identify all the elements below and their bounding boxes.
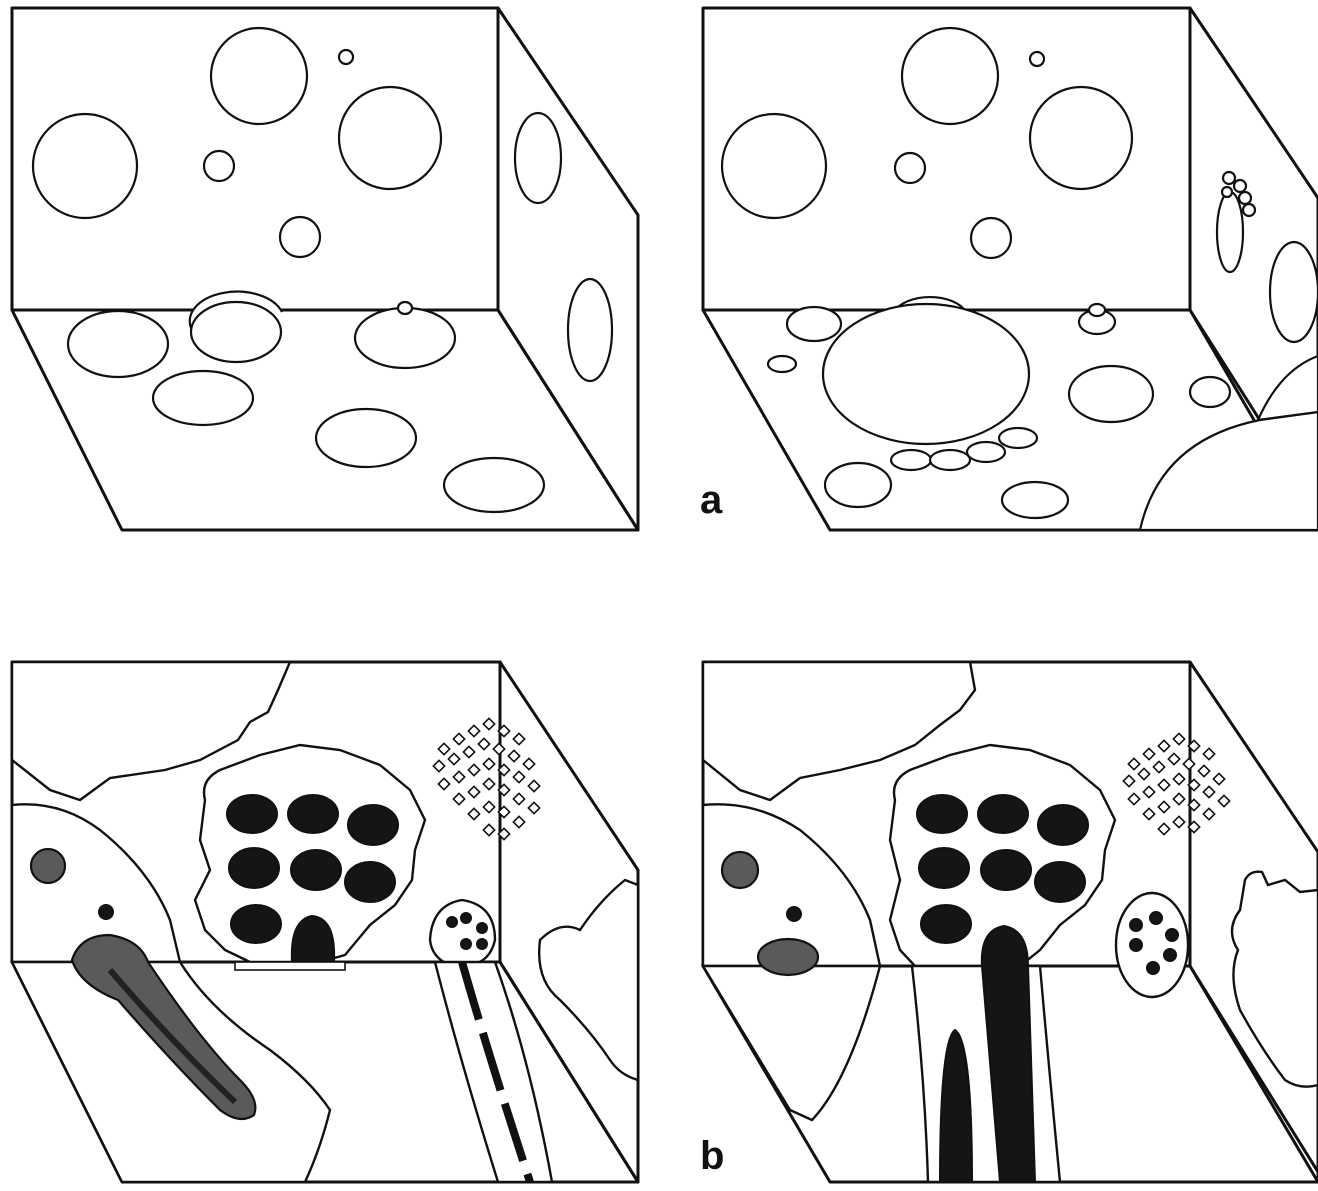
pore: [787, 307, 841, 341]
dot: [477, 939, 487, 949]
crystal-cluster: [433, 718, 539, 839]
pore: [930, 450, 970, 470]
panel-a-right-block: [703, 8, 1318, 530]
pore: [191, 302, 281, 362]
dot: [477, 923, 487, 933]
clast: [291, 850, 341, 890]
pore: [153, 371, 253, 425]
pore: [1069, 366, 1153, 422]
pore: [280, 217, 320, 257]
pore: [1089, 304, 1105, 316]
dot: [461, 913, 471, 923]
pore: [722, 114, 826, 218]
clast: [981, 850, 1031, 890]
clast: [288, 795, 338, 833]
dot: [461, 939, 471, 949]
clast: [231, 905, 281, 943]
pore: [768, 356, 796, 372]
panel-label-a: a: [700, 480, 722, 520]
pore: [895, 153, 925, 183]
pore: [967, 442, 1005, 462]
clast: [229, 848, 279, 888]
pore: [1239, 192, 1251, 204]
clast: [1038, 805, 1088, 845]
pore: [825, 463, 891, 507]
dot: [1130, 919, 1142, 931]
pore: [891, 450, 931, 470]
pore: [444, 458, 544, 512]
pore: [339, 87, 441, 189]
crystal-cluster: [1123, 733, 1229, 834]
vein-terminus: [1116, 893, 1188, 997]
pore: [568, 279, 612, 381]
clast: [758, 939, 818, 975]
clast: [921, 905, 971, 943]
dot: [1150, 912, 1162, 924]
panel-label-b: b: [700, 1136, 724, 1176]
clast: [99, 905, 113, 919]
panel-b-left-block: [12, 662, 638, 1182]
pore: [355, 308, 455, 368]
vug: [1258, 356, 1318, 420]
vug: [823, 304, 1029, 444]
dot: [1166, 929, 1178, 941]
pore: [1223, 172, 1235, 184]
dot: [1147, 962, 1159, 974]
vug-cut: [235, 962, 345, 970]
pore: [1030, 87, 1132, 189]
clast: [227, 795, 277, 833]
dot: [447, 917, 457, 927]
dot: [1164, 949, 1176, 961]
pore: [999, 428, 1037, 448]
pore: [204, 151, 234, 181]
pore: [339, 50, 353, 64]
clast: [722, 852, 758, 888]
pore: [316, 409, 416, 467]
dot: [1130, 939, 1142, 951]
pore: [1030, 52, 1044, 66]
pore: [68, 311, 168, 377]
panel-b-right-block: [703, 662, 1318, 1182]
clast: [917, 795, 967, 833]
pore: [902, 28, 998, 124]
panel-a-left-block: [12, 8, 638, 530]
pore: [1002, 482, 1068, 518]
pore: [1243, 204, 1255, 216]
side-face: [498, 8, 638, 530]
pore: [211, 28, 307, 124]
pore: [1217, 192, 1243, 272]
pore: [1222, 187, 1232, 197]
pore: [1190, 377, 1230, 407]
clast: [31, 849, 65, 883]
pore: [971, 218, 1011, 258]
pore: [1270, 242, 1318, 342]
pore: [398, 302, 412, 314]
pore: [515, 113, 561, 203]
clast: [919, 848, 969, 888]
clast: [978, 795, 1028, 833]
clast: [348, 805, 398, 845]
foliated-lower: [703, 966, 880, 1120]
pore: [33, 114, 137, 218]
clast: [787, 907, 801, 921]
clast: [345, 862, 395, 902]
pore: [1234, 180, 1246, 192]
vug: [1140, 412, 1318, 530]
clast: [1035, 862, 1085, 902]
